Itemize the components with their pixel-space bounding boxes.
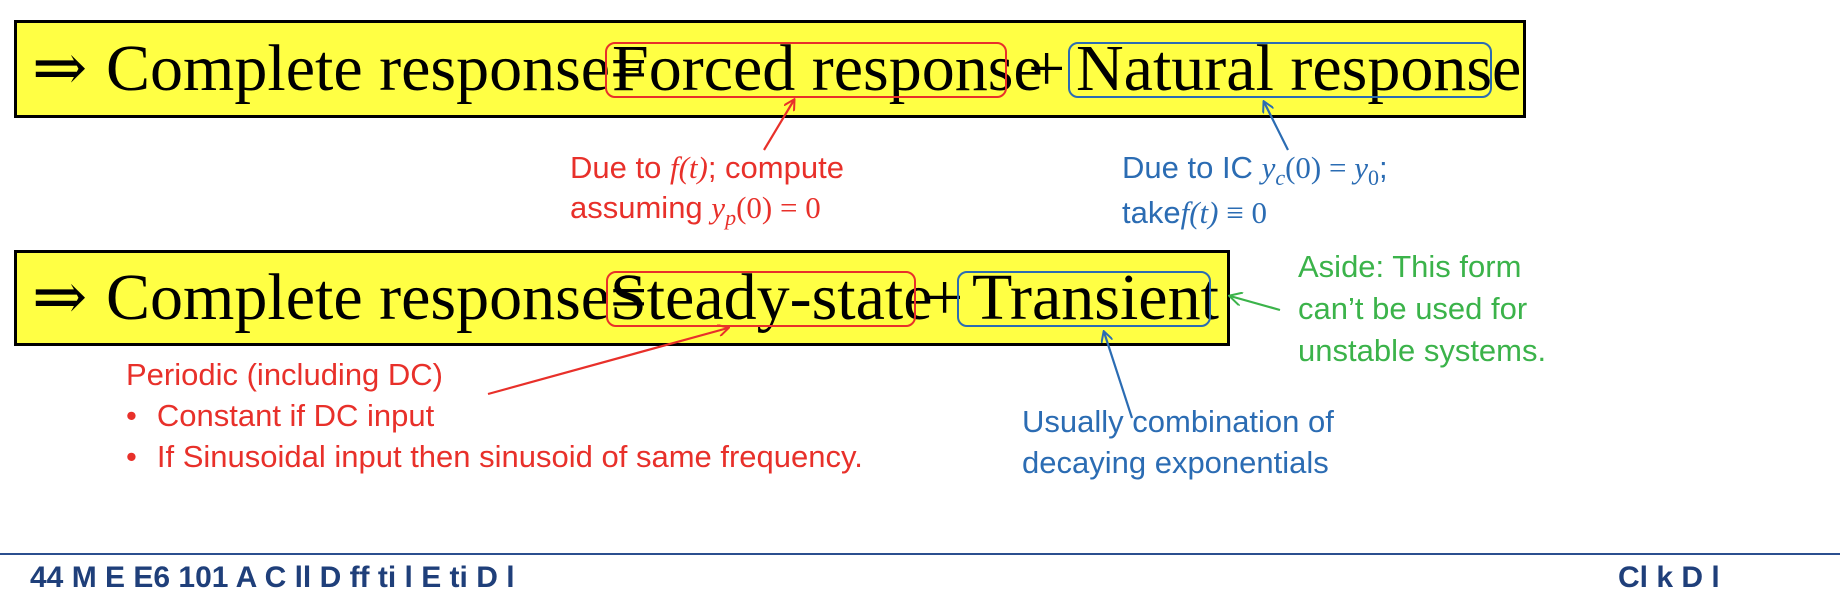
footer-right-text: Cl k D l bbox=[1618, 561, 1720, 594]
steady-note-item-1: •Constant if DC input bbox=[126, 397, 435, 433]
footer-left-text: 44 M E E6 101 A C ll D ff ti l E ti D l bbox=[30, 561, 515, 594]
aside-arrow bbox=[1230, 296, 1281, 312]
equation-1: ⇒ Complete response= Forced response + N… bbox=[14, 20, 1526, 118]
plus-sign: + bbox=[1028, 32, 1066, 105]
aside-line-1: Aside: This form bbox=[1298, 249, 1522, 284]
forced-note-line-2: assuming yp(0) = 0 bbox=[570, 190, 821, 231]
complete-response-label: Complete response= bbox=[106, 32, 648, 105]
natural-response-term: Natural response bbox=[1076, 32, 1522, 105]
implies-symbol: ⇒ bbox=[32, 32, 88, 105]
forced-note-arrow bbox=[763, 100, 794, 151]
forced-response-term: Forced response bbox=[612, 32, 1043, 105]
transient-note: Usually combination of decaying exponent… bbox=[1022, 402, 1334, 484]
natural-note-line-2: takef(t) ≡ 0 bbox=[1122, 194, 1267, 230]
steady-note-title: Periodic (including DC) bbox=[126, 357, 444, 392]
forced-response-note: Due to f(t); compute assuming yp(0) = 0 bbox=[570, 148, 844, 233]
natural-response-note: Due to IC yc(0) = y0; takef(t) ≡ 0 bbox=[1122, 148, 1388, 233]
aside-note: Aside: This form can’t be used for unsta… bbox=[1298, 246, 1546, 372]
steady-state-note: Periodic (including DC) •Constant if DC … bbox=[126, 355, 863, 478]
equation-1-box bbox=[14, 20, 1526, 118]
footer-divider bbox=[0, 553, 1840, 555]
aside-line-3: unstable systems. bbox=[1298, 332, 1547, 368]
implies-symbol: ⇒ bbox=[32, 261, 88, 334]
transient-note-line-2: decaying exponentials bbox=[1022, 444, 1329, 480]
aside-line-2: can’t be used for bbox=[1298, 290, 1528, 326]
steady-state-term: Steady-state bbox=[610, 261, 933, 334]
annotation-arrows bbox=[487, 0, 1289, 419]
steady-note-arrow bbox=[487, 328, 728, 396]
forced-note-line-1: Due to f(t); compute bbox=[570, 150, 844, 185]
equation-2-box bbox=[14, 250, 1230, 346]
forced-response-outline bbox=[605, 42, 1007, 98]
transient-note-line-1: Usually combination of bbox=[1022, 404, 1334, 439]
complete-response-label: Complete response= bbox=[106, 261, 648, 334]
transient-term: Transient bbox=[972, 261, 1219, 334]
natural-response-outline bbox=[1068, 42, 1492, 98]
steady-note-item-2: •If Sinusoidal input then sinusoid of sa… bbox=[126, 438, 863, 474]
steady-state-outline bbox=[606, 271, 916, 327]
transient-note-arrow bbox=[1104, 332, 1134, 419]
natural-note-line-1: Due to IC yc(0) = y0; bbox=[1122, 150, 1388, 191]
natural-note-arrow bbox=[1264, 102, 1289, 151]
transient-outline bbox=[957, 271, 1211, 327]
